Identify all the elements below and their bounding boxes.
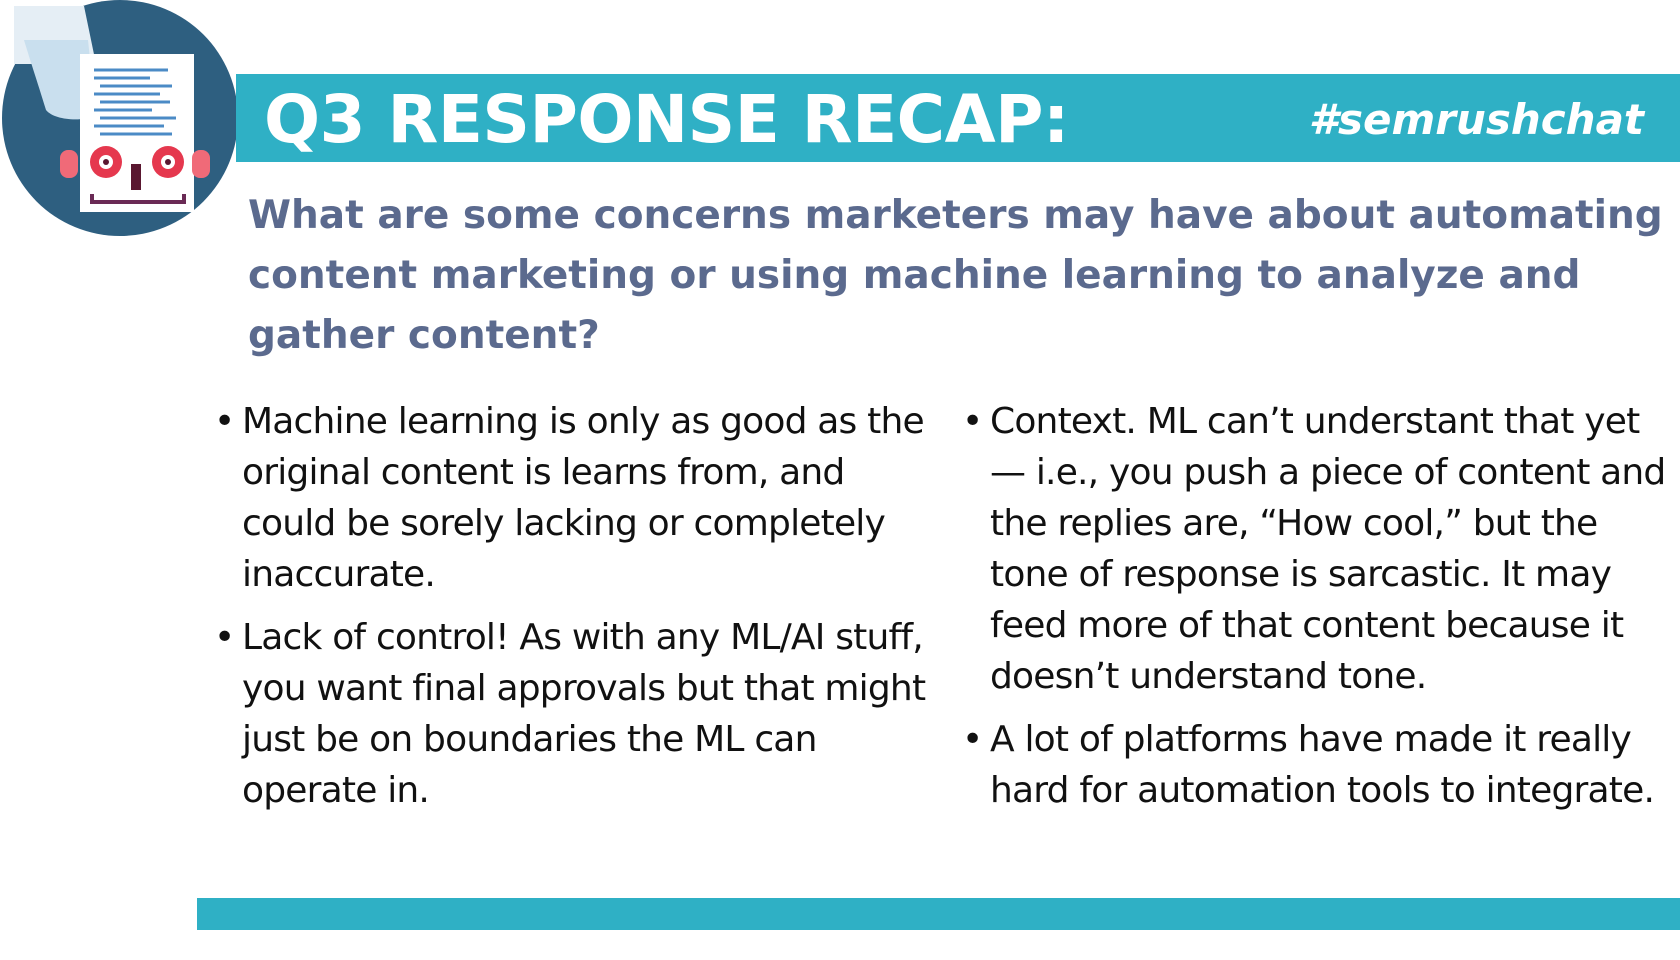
bullet-marker: • — [214, 401, 235, 442]
list-item: • A lot of platforms have made it really… — [962, 714, 1674, 816]
list-item: • Lack of control! As with any ML/AI stu… — [214, 612, 934, 816]
left-response-list: • Machine learning is only as good as th… — [214, 396, 934, 828]
question-text: What are some concerns marketers may hav… — [248, 193, 1663, 358]
page-title: Q3 RESPONSE RECAP: — [264, 81, 1069, 158]
footer-bar — [197, 898, 1680, 930]
response-text: Machine learning is only as good as the … — [242, 401, 925, 595]
right-response-list: • Context. ML can’t understant that yet … — [962, 396, 1674, 828]
response-text: Lack of control! As with any ML/AI stuff… — [242, 617, 926, 811]
bullet-marker: • — [962, 719, 983, 760]
header-banner — [236, 74, 1680, 162]
robot-document-icon — [0, 0, 245, 240]
list-item: • Context. ML can’t understant that yet … — [962, 396, 1674, 702]
list-item: • Machine learning is only as good as th… — [214, 396, 934, 600]
bullet-marker: • — [214, 617, 235, 658]
bullet-marker: • — [962, 401, 983, 442]
response-text: A lot of platforms have made it really h… — [990, 719, 1655, 811]
hashtag-label: #semrushchat — [1308, 95, 1644, 144]
response-text: Context. ML can’t understant that yet — … — [990, 401, 1666, 697]
